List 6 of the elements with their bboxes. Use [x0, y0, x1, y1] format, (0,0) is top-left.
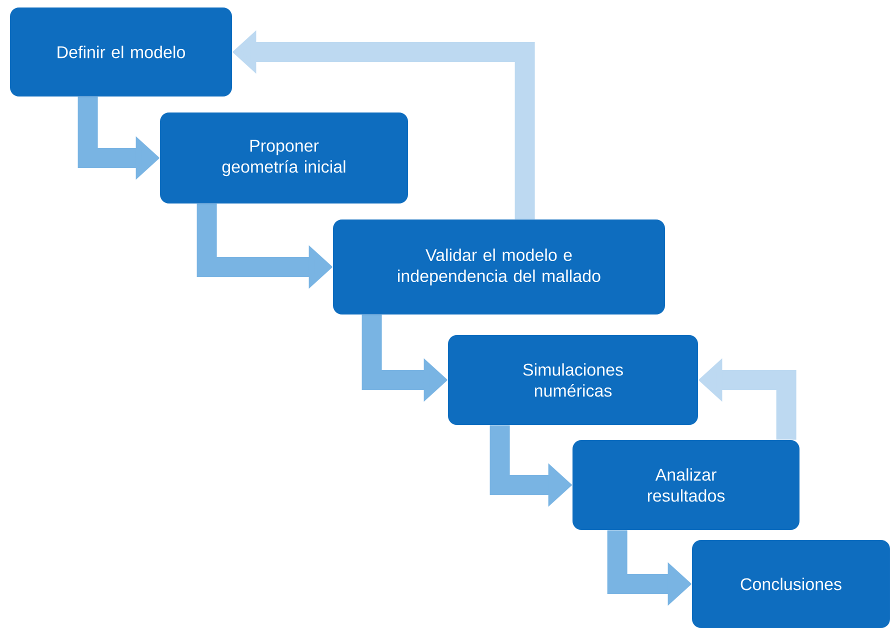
process-box: Conclusiones: [692, 540, 890, 628]
process-box: Validar el modelo e independencia del mallado: [333, 220, 665, 314]
process-box: Simulaciones numéricas: [448, 335, 698, 425]
process-box: Proponer geometría inicial: [160, 112, 408, 204]
process-box: Definir el modelo: [10, 8, 232, 96]
process-box: Analizar resultados: [572, 440, 800, 530]
